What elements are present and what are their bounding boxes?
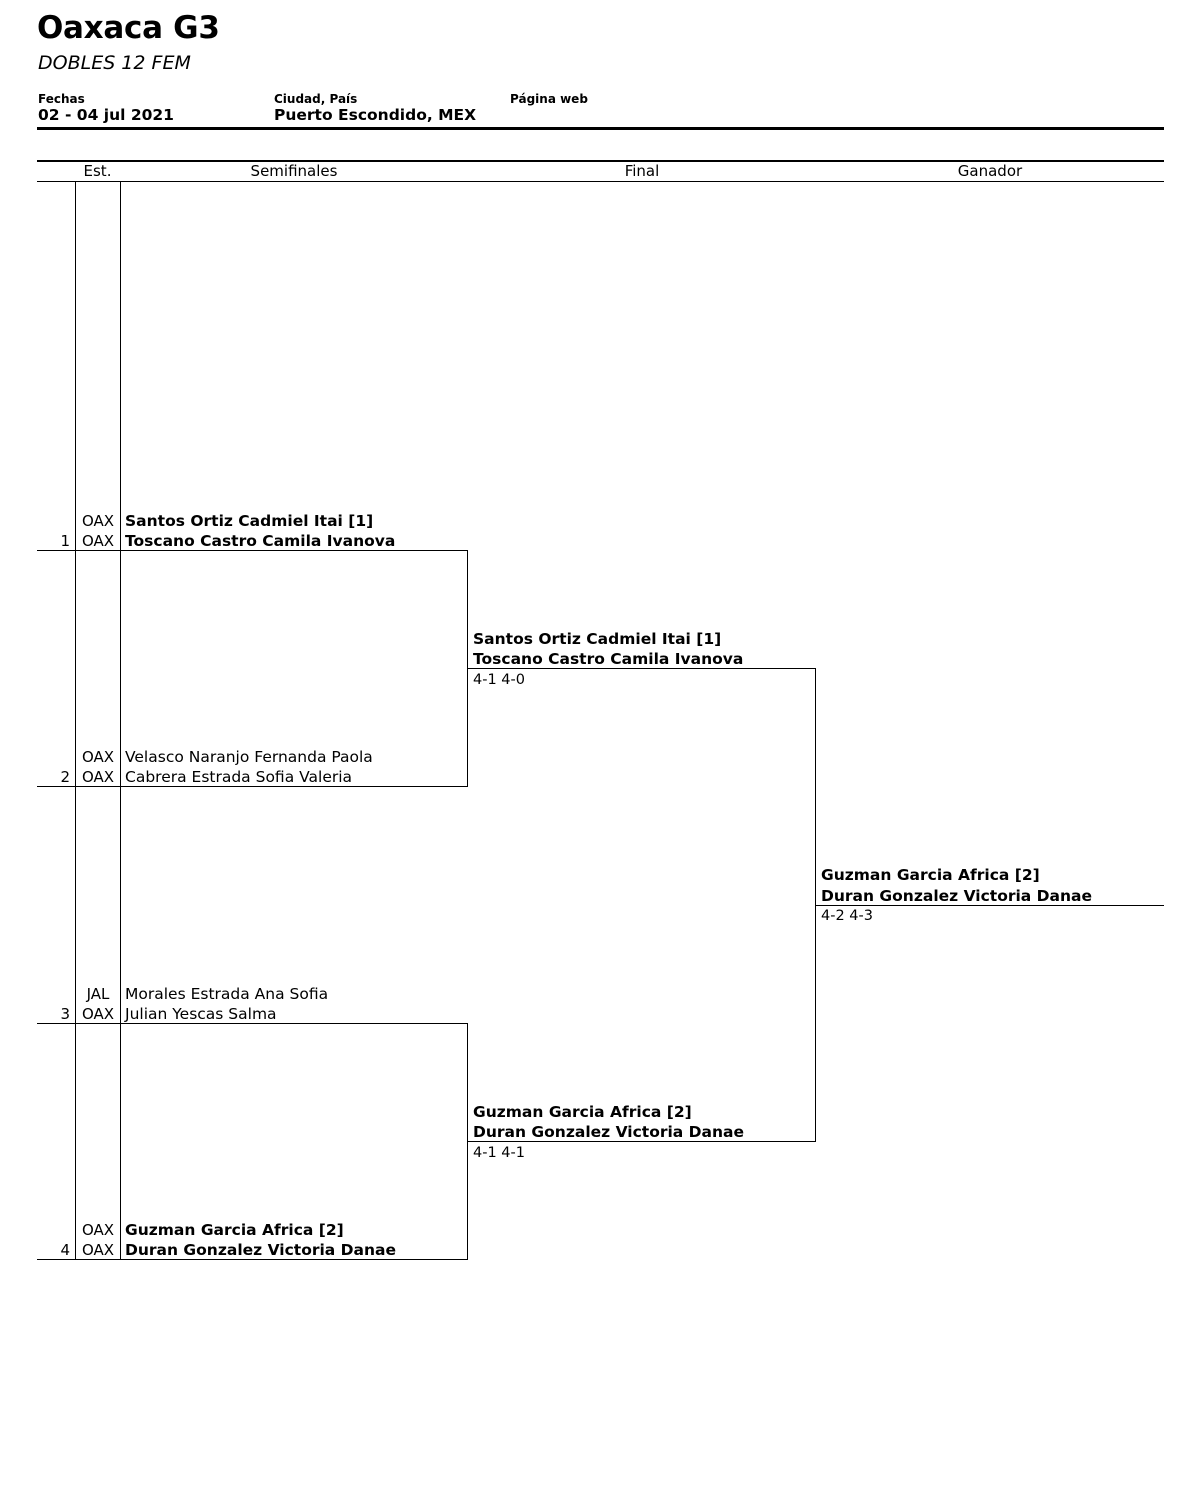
- tournament-title: Oaxaca G3: [37, 10, 220, 46]
- column-header-top-rule: [37, 160, 1164, 162]
- entry-1-player-2[interactable]: Toscano Castro Camila Ivanova: [125, 532, 396, 550]
- final-slot-2-line: [468, 1141, 816, 1142]
- column-header-bottom-rule: [37, 181, 1164, 182]
- divider-state-player: [120, 181, 121, 1260]
- entry-3-state-2: OAX: [81, 1005, 115, 1023]
- event-subtitle: DOBLES 12 FEM: [38, 52, 191, 74]
- final-slot-2-player-2[interactable]: Duran Gonzalez Victoria Danae: [473, 1123, 744, 1141]
- entry-3-player-2[interactable]: Julian Yescas Salma: [125, 1005, 277, 1023]
- semi-2-score: 4-1 4-1: [473, 1145, 525, 1161]
- final-slot-1-line: [468, 668, 816, 669]
- winner-player-2[interactable]: Duran Gonzalez Victoria Danae: [821, 887, 1092, 905]
- winner-player-1[interactable]: Guzman Garcia Africa [2]: [821, 866, 1040, 884]
- entry-3-seed: 3: [60, 1005, 70, 1023]
- final-score: 4-2 4-3: [821, 908, 873, 924]
- final-slot-2-player-1[interactable]: Guzman Garcia Africa [2]: [473, 1103, 692, 1121]
- entry-4-player-1[interactable]: Guzman Garcia Africa [2]: [125, 1221, 344, 1239]
- entry-3-player-1[interactable]: Morales Estrada Ana Sofia: [125, 985, 329, 1003]
- entry-3-line: [37, 1023, 468, 1024]
- entry-2-state-1: OAX: [81, 748, 115, 766]
- header-divider: [37, 127, 1164, 130]
- semi-1-score: 4-1 4-0: [473, 672, 525, 688]
- entry-4-state-1: OAX: [81, 1221, 115, 1239]
- entry-2-line: [37, 786, 468, 787]
- entry-4-state-2: OAX: [81, 1241, 115, 1259]
- final-connector: [815, 668, 816, 1142]
- entry-2-state-2: OAX: [81, 768, 115, 786]
- city-value: Puerto Escondido, MEX: [274, 106, 477, 124]
- entry-1-seed: 1: [60, 532, 70, 550]
- entry-2-seed: 2: [60, 768, 70, 786]
- dates-value: 02 - 04 jul 2021: [38, 106, 174, 124]
- column-state: Est.: [83, 162, 112, 180]
- entry-2-player-2[interactable]: Cabrera Estrada Sofia Valeria: [125, 768, 353, 786]
- column-final: Final: [624, 162, 660, 180]
- web-label: Página web: [510, 92, 588, 106]
- final-slot-1-player-2[interactable]: Toscano Castro Camila Ivanova: [473, 650, 744, 668]
- winner-line: [816, 905, 1164, 906]
- column-winner: Ganador: [957, 162, 1023, 180]
- entry-1-state-1: OAX: [81, 512, 115, 530]
- semi-2-connector: [467, 1023, 468, 1260]
- final-slot-1-player-1[interactable]: Santos Ortiz Cadmiel Itai [1]: [473, 630, 722, 648]
- entry-3-state-1: JAL: [86, 985, 110, 1003]
- column-semifinals: Semifinales: [250, 162, 338, 180]
- divider-seed-state: [75, 181, 76, 1260]
- city-label: Ciudad, País: [274, 92, 358, 106]
- entry-1-line: [37, 550, 468, 551]
- dates-label: Fechas: [38, 92, 85, 106]
- semi-1-connector: [467, 550, 468, 787]
- entry-1-state-2: OAX: [81, 532, 115, 550]
- entry-1-player-1[interactable]: Santos Ortiz Cadmiel Itai [1]: [125, 512, 374, 530]
- entry-4-player-2[interactable]: Duran Gonzalez Victoria Danae: [125, 1241, 396, 1259]
- entry-2-player-1[interactable]: Velasco Naranjo Fernanda Paola: [125, 748, 373, 766]
- entry-4-seed: 4: [60, 1241, 70, 1259]
- entry-4-line: [37, 1259, 468, 1260]
